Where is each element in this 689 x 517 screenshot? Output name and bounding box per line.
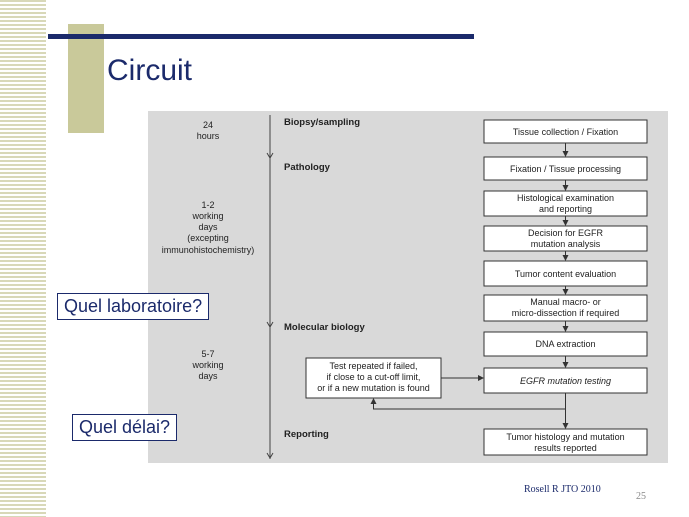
timeline-tick [266, 452, 274, 459]
step-box [483, 294, 648, 322]
step-label: EGFR mutation testing [520, 376, 611, 386]
step-box [483, 367, 648, 394]
duration-24h-value: 24 [203, 120, 213, 130]
duration-pathology-line: days [198, 222, 218, 232]
step-label: Tumor content evaluation [515, 269, 616, 279]
retest-label: if close to a cut-off limit, [327, 372, 421, 382]
phase-reporting: Reporting [284, 429, 329, 440]
laboratory-question-callout: Quel laboratoire? [57, 293, 210, 320]
duration-molecular-value: 5-7 [201, 349, 214, 359]
step-label: and reporting [539, 204, 592, 214]
step-label: DNA extraction [535, 339, 595, 349]
retest-label: or if a new mutation is found [317, 383, 430, 393]
timeline-tick [266, 321, 274, 328]
step-box [483, 225, 648, 252]
step-box [483, 190, 648, 217]
workflow-figure: 24 hours 1-2 working days (excepting imm… [148, 111, 668, 463]
retest-label: Test repeated if failed, [329, 361, 417, 371]
duration-pathology-value: 1-2 [201, 200, 214, 210]
step-label: Decision for EGFR [528, 228, 604, 238]
duration-pathology-line: (excepting [187, 233, 229, 243]
page-number: 25 [636, 491, 646, 502]
duration-pathology-line: working [191, 211, 223, 221]
phase-biopsy: Biopsy/sampling [284, 117, 360, 128]
phase-pathology: Pathology [284, 162, 331, 173]
step-label: micro-dissection if required [512, 308, 620, 318]
step-label: Fixation / Tissue processing [510, 164, 621, 174]
title-rule [48, 34, 474, 39]
duration-24h-unit: hours [197, 131, 220, 141]
slide-title: Circuit [107, 54, 193, 87]
citation: Rosell R JTO 2010 [524, 484, 601, 495]
retest-box [305, 357, 442, 399]
phase-molecular-biology: Molecular biology [284, 322, 365, 333]
step-label: Manual macro- or [530, 297, 601, 307]
timeline-tick [266, 152, 274, 159]
duration-molecular-line: days [198, 371, 218, 381]
step-box [483, 331, 648, 357]
decorative-stripes [0, 0, 46, 517]
step-label: Tissue collection / Fixation [513, 127, 618, 137]
workflow-diagram: 24 hours 1-2 working days (excepting imm… [162, 115, 648, 459]
step-label: Tumor histology and mutation [506, 432, 624, 442]
delay-question-callout: Quel délai? [72, 414, 178, 441]
step-label: results reported [534, 443, 597, 453]
retest-loop-arrow [370, 398, 566, 410]
step-box [483, 428, 648, 456]
step-label: Histological examination [517, 193, 614, 203]
duration-molecular-line: working [191, 360, 223, 370]
title-accent-block [68, 24, 104, 133]
step-label: mutation analysis [531, 239, 601, 249]
duration-pathology-line: immunohistochemistry) [162, 245, 255, 255]
